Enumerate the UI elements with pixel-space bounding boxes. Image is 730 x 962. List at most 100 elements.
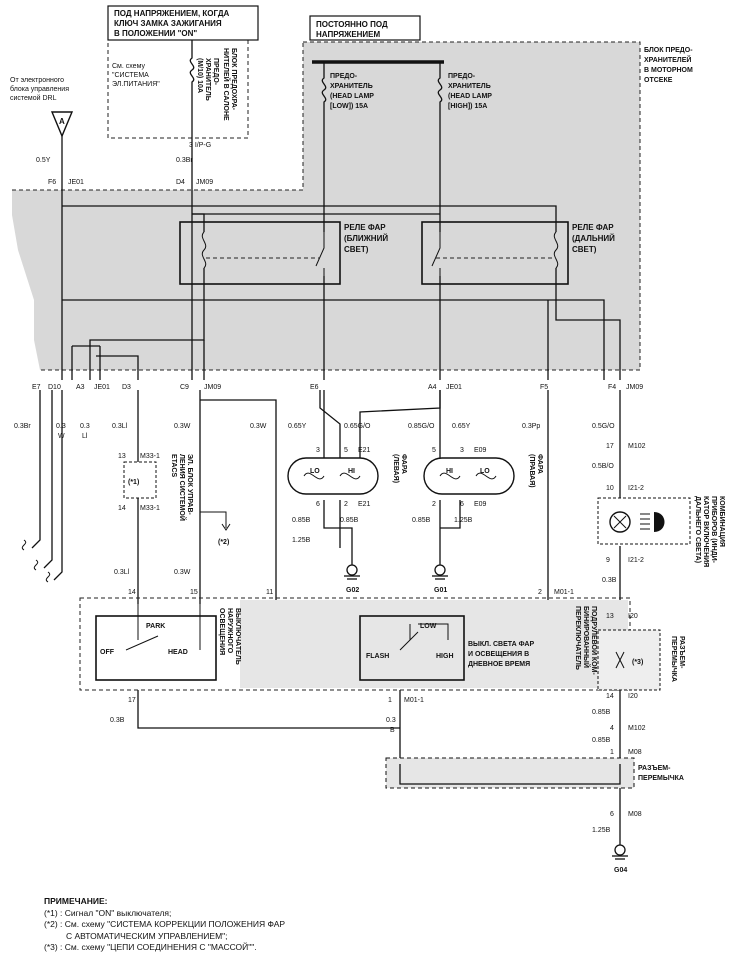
svg-text:6: 6 [316, 501, 320, 508]
svg-text:JE01: JE01 [94, 384, 110, 391]
pin-3-ipg-label: 3 I/P-G [189, 142, 211, 149]
ground-g02-icon [344, 560, 360, 580]
svg-text:НАРУЖНОГО: НАРУЖНОГО [226, 608, 233, 654]
svg-text:14: 14 [606, 693, 614, 700]
svg-text:[HIGH]) 15A: [HIGH]) 15A [448, 103, 487, 110]
svg-text:JM09: JM09 [204, 384, 221, 391]
headlamp-left-hi: HI [348, 468, 355, 475]
svg-text:ХРАНИТЕЛЬ: ХРАНИТЕЛЬ [330, 83, 373, 90]
svg-text:ВЫКЛ. СВЕТА ФАР: ВЫКЛ. СВЕТА ФАР [468, 641, 534, 648]
svg-text:M102: M102 [628, 725, 646, 732]
etacs-star1: (*1) [128, 479, 139, 486]
svg-text:БЛОК ПРЕДОХРА-: БЛОК ПРЕДОХРА- [230, 48, 237, 111]
wire-03l-c: 0.3Ll [114, 569, 130, 576]
svg-text:10: 10 [606, 485, 614, 492]
svg-text:ОТСЕКЕ: ОТСЕКЕ [644, 77, 673, 84]
svg-text:17: 17 [606, 443, 614, 450]
svg-text:17: 17 [128, 697, 136, 704]
svg-text:0.5B/O: 0.5B/O [592, 463, 614, 470]
pin-d4-label: D4 [176, 179, 185, 186]
svg-text:2: 2 [538, 589, 542, 596]
svg-text:9: 9 [606, 557, 610, 564]
headlamp-left-shape [287, 457, 379, 495]
engine-fuse-block-border [12, 41, 641, 371]
svg-text:ДАЛЬНЕГО СВЕТА): ДАЛЬНЕГО СВЕТА) [694, 496, 701, 563]
headlamp-left-label: ФАРА (ЛЕВАЯ) [392, 454, 407, 483]
svg-text:F4: F4 [608, 384, 616, 391]
svg-text:D3: D3 [122, 384, 131, 391]
jumper-3-arrow-icon [615, 651, 625, 669]
connector-row-labels: E7 D10 A3 JE01 D3 C9 JM09 E6 A4 JE01 F5 … [32, 384, 643, 391]
ground-g04-icon [612, 844, 628, 860]
svg-text:15: 15 [190, 589, 198, 596]
svg-text:ETACS: ETACS [170, 454, 177, 478]
drl-connector-a-icon [50, 111, 74, 138]
svg-text:ХРАНИТЕЛЕЙ: ХРАНИТЕЛЕЙ [644, 55, 691, 64]
notes-section: ПРИМЕЧАНИЕ: (*1) : Сигнал "ON" выключате… [44, 896, 464, 954]
etacs-box [123, 461, 157, 499]
jumper-1-label: РАЗЪЕМ- ПЕРЕМЫЧКА [670, 636, 685, 682]
svg-text:W: W [58, 433, 65, 440]
etacs-label: ЭЛ. БЛОК УПРАВ- ЛЕНИЯ СИСТЕМОЙ ETACS [170, 454, 193, 521]
svg-text:6: 6 [610, 811, 614, 818]
battery-source-text: ПОСТОЯННО ПОД НАПРЯЖЕНИЕМ [316, 20, 388, 39]
svg-text:ПОД НАПРЯЖЕНИЕМ, КОГДА: ПОД НАПРЯЖЕНИЕМ, КОГДА [114, 9, 230, 18]
svg-text:ЭЛ. БЛОК УПРАВ-: ЭЛ. БЛОК УПРАВ- [186, 454, 193, 515]
indicator-filament-icon [613, 515, 627, 529]
headlamp-right-lo: LO [480, 468, 490, 475]
svg-text:0.3: 0.3 [56, 423, 66, 430]
svg-text:ПЕРЕМЫЧКА: ПЕРЕМЫЧКА [670, 636, 677, 682]
svg-text:E09: E09 [474, 447, 487, 454]
svg-text:0.85B: 0.85B [412, 517, 431, 524]
cluster-label: КОМБИНАЦИЯ ПРИБОРОВ (ИНДИ- КАТОР ВКЛЮЧЕН… [694, 496, 725, 567]
fuse-high-icon [437, 62, 443, 118]
headlamp-left-lo: LO [310, 468, 320, 475]
high-beam-symbol-icon [640, 512, 665, 532]
multi-switch-label: ПОДРУЛЕВОЙ КОМ- БИНИРОВАННЫЙ ПЕРЕКЛЮЧАТЕ… [574, 606, 599, 675]
relay-high-beam-label: РЕЛЕ ФАР (ДАЛЬНИЙ СВЕТ) [572, 223, 615, 254]
ignition-source-text: ПОД НАПРЯЖЕНИЕМ, КОГДА КЛЮЧ ЗАМКА ЗАЖИГА… [114, 9, 230, 38]
svg-text:E21: E21 [358, 501, 371, 508]
svg-text:I20: I20 [628, 693, 638, 700]
svg-text:A3: A3 [76, 384, 85, 391]
flash-switch-contact-icon [399, 623, 449, 651]
headlamp-right-filament-icon [439, 472, 497, 480]
engine-fuse-block-label: БЛОК ПРЕДО- ХРАНИТЕЛЕЙ В МОТОРНОМ ОТСЕКЕ [644, 47, 693, 84]
relay-low-beam-label: РЕЛЕ ФАР (БЛИЖНИЙ СВЕТ) [344, 223, 388, 254]
svg-text:1.25B: 1.25B [454, 517, 473, 524]
svg-text:M08: M08 [628, 811, 642, 818]
svg-text:ПОДРУЛЕВОЙ КОМ-: ПОДРУЛЕВОЙ КОМ- [590, 606, 599, 675]
svg-text:E6: E6 [310, 384, 319, 391]
svg-text:1: 1 [388, 697, 392, 704]
flash-switch-box [359, 615, 465, 681]
headlamp-left-filament-icon [303, 472, 361, 480]
svg-text:НАПРЯЖЕНИЕМ: НАПРЯЖЕНИЕМ [316, 30, 381, 39]
svg-text:(HEAD LAMP: (HEAD LAMP [330, 93, 374, 100]
svg-text:M01-1: M01-1 [554, 589, 574, 596]
svg-text:ПЕРЕМЫЧКА: ПЕРЕМЫЧКА [638, 775, 684, 782]
svg-text:3: 3 [316, 447, 320, 454]
svg-text:1: 1 [610, 749, 614, 756]
svg-text:(M/10) 10A: (M/10) 10A [196, 58, 203, 93]
inner-fuse-block-label: БЛОК ПРЕДОХРА- НИТЕЛЕЙ В САЛОНЕ [222, 48, 237, 121]
headlamp-right-hi: HI [446, 468, 453, 475]
svg-text:B: B [390, 727, 395, 734]
switch-section-shade [240, 600, 628, 688]
svg-text:[LOW]) 15A: [LOW]) 15A [330, 103, 368, 110]
svg-text:0.85B: 0.85B [592, 709, 611, 716]
m33-1-bottom: M33-1 [140, 505, 160, 512]
wire-03w-d: 0.3W [174, 569, 191, 576]
pin-14-m33: 14 [118, 505, 126, 512]
light-switch-label: ВЫКЛЮЧАТЕЛЬ НАРУЖНОГО ОСВЕЩЕНИЯ [218, 608, 241, 665]
svg-text:ПОСТОЯННО ПОД: ПОСТОЯННО ПОД [316, 20, 388, 29]
svg-text:2: 2 [432, 501, 436, 508]
svg-text:(ПРАВАЯ): (ПРАВАЯ) [528, 454, 535, 488]
svg-text:(HEAD LAMP: (HEAD LAMP [448, 93, 492, 100]
svg-text:РЕЛЕ ФАР: РЕЛЕ ФАР [572, 223, 614, 232]
svg-text:Ll: Ll [82, 433, 88, 440]
svg-text:D10: D10 [48, 384, 61, 391]
ground-g01-icon [432, 560, 448, 580]
svg-text:0.3W: 0.3W [174, 423, 191, 430]
ground-g04-label: G04 [614, 867, 627, 874]
relay-low-beam-box [179, 221, 341, 285]
